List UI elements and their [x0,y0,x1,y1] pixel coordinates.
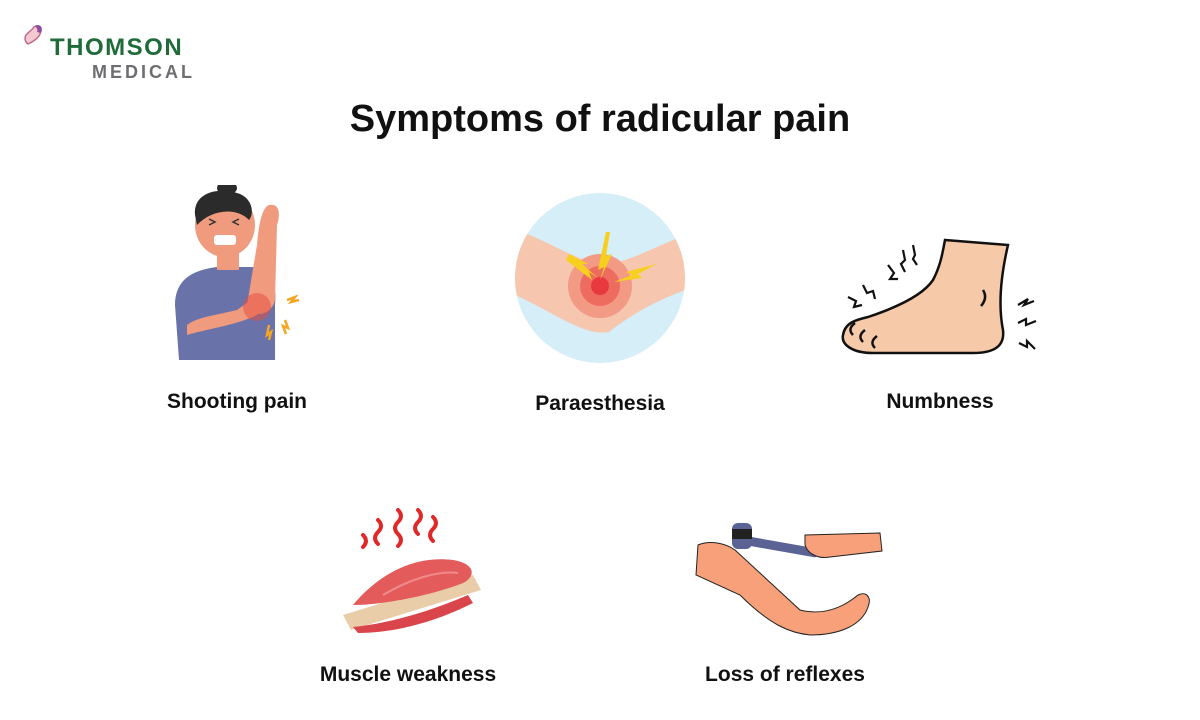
person-arm-pain-icon [175,185,300,360]
symptom-numbness: Numbness [820,235,1060,425]
muscle-weakness-icon [343,508,481,633]
symptom-muscle-weakness: Muscle weakness [308,505,508,695]
symptom-shooting-pain: Shooting pain [137,185,337,425]
symptom-label: Muscle weakness [319,663,497,686]
elbow-tingling-icon [515,193,685,363]
reflex-hammer-icon [695,523,883,636]
butterfly-logo-icon [24,24,42,45]
symptom-loss-of-reflexes: Loss of reflexes [670,515,900,695]
symptom-label: Paraesthesia [535,392,665,415]
page-title: Symptoms of radicular pain [349,98,851,140]
logo-subtitle: MEDICAL [92,62,195,82]
symptom-label: Loss of reflexes [705,663,865,686]
foot-numbness-icon [841,238,1036,355]
symptom-label: Numbness [886,390,994,413]
thomson-medical-logo: THOMSON MEDICAL [22,24,222,84]
logo-name: THOMSON [50,34,184,61]
symptom-paraesthesia: Paraesthesia [500,192,700,432]
symptom-label: Shooting pain [167,390,307,413]
